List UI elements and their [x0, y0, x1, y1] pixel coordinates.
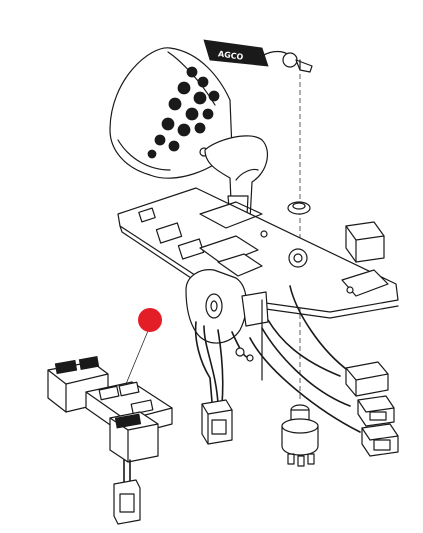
- rocker-switch-wire: [113, 459, 141, 525]
- gimbal-pivot: [185, 269, 269, 381]
- callout-leader-line: [125, 325, 151, 385]
- ignition-key: [282, 52, 313, 73]
- wiring-harness: [194, 285, 361, 433]
- rocker-switch-bezel: [85, 381, 173, 437]
- side-connector: [345, 221, 385, 263]
- connector-plug-1: [345, 361, 389, 397]
- rocker-switch-module: [109, 411, 159, 463]
- harness-connector-left: [201, 399, 233, 445]
- callout-red-dot: [138, 308, 162, 332]
- key-tag: AGCO: [203, 39, 291, 67]
- connector-plug-3: [361, 423, 399, 457]
- boot-ring: [287, 201, 311, 215]
- key-tag-logo: AGCO: [217, 49, 244, 61]
- mounting-plate: [117, 187, 399, 319]
- joystick-buttons: [147, 66, 220, 159]
- ignition-switch: [281, 404, 319, 467]
- connector-plug-2: [357, 395, 395, 427]
